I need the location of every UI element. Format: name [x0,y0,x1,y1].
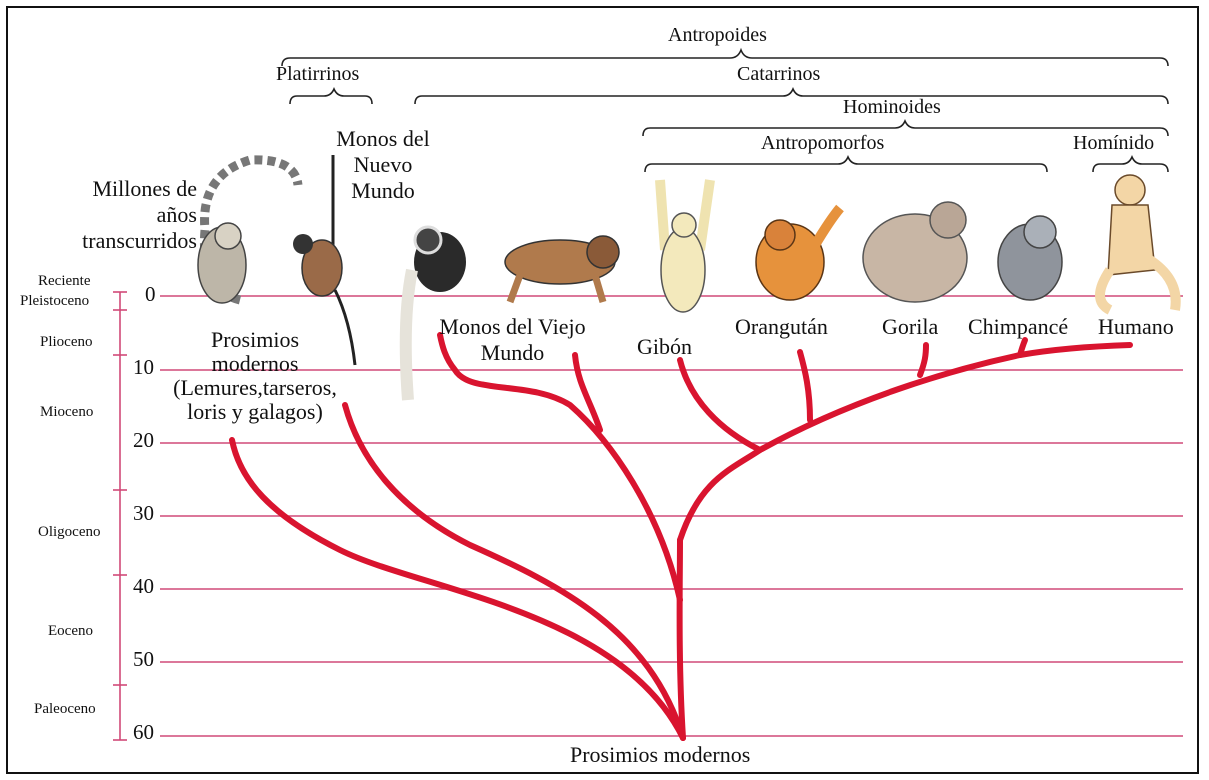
group-antropomorfos: Antropomorfos [761,132,884,155]
viejo-mundo-line-2: Mundo [425,340,600,366]
group-catarrinos: Catarrinos [737,63,820,86]
gorilla-illustration [863,202,967,302]
branch-orangutan [800,352,810,420]
prosimios-line-3: (Lemures,tarseros, [150,376,360,400]
gibbon-illustration [660,180,710,312]
epoch-oligoceno: Oligoceno [38,524,100,541]
group-antropoides: Antropoides [668,24,767,47]
prosimios-line-1: Prosimios [150,328,360,352]
epoch-paleoceno: Paleoceno [34,701,96,718]
label-chimpance: Chimpancé [968,314,1068,340]
branch-viejo-mundo [440,335,680,600]
tick-40: 40 [133,574,154,599]
tick-0: 0 [145,282,156,307]
nuevo-mundo-line-3: Mundo [318,178,448,204]
group-hominido: Homínido [1073,132,1154,155]
tick-60: 60 [133,720,154,745]
branch-catarrinos-stem [680,540,683,738]
branch-gibon [680,360,760,450]
bracket-antropoides [282,50,1168,66]
bracket-platirrinos [290,89,372,104]
viejo-mundo-line-1: Monos del Viejo [425,314,600,340]
label-gibon: Gibón [637,334,692,360]
group-hominoides: Hominoides [843,96,941,119]
orangutan-illustration [756,208,840,300]
tick-50: 50 [133,647,154,672]
tick-20: 20 [133,428,154,453]
chimpanzee-illustration [998,216,1062,300]
label-prosimios-modernos: Prosimios modernos (Lemures,tarseros, lo… [150,328,360,424]
bracket-hominido [1093,157,1168,172]
label-humano: Humano [1098,314,1174,340]
epoch-pleistoceno: Pleistoceno [20,293,89,310]
epoch-plioceno: Plioceno [40,334,93,351]
bracket-antropomorfos [645,157,1047,172]
tick-30: 30 [133,501,154,526]
timeline-header-text: Millones de años transcurridos [82,176,197,254]
label-gorila: Gorila [882,314,938,340]
epoch-mioceno: Mioceno [40,404,93,421]
phylogenetic-branches [232,335,1130,738]
epoch-reciente: Reciente [38,273,90,290]
nuevo-mundo-line-1: Monos del [318,126,448,152]
prosimios-line-2: modernos [150,352,360,376]
old-world-baboon-illustration [505,236,619,302]
label-monos-nuevo-mundo: Monos del Nuevo Mundo [318,126,448,204]
label-monos-viejo-mundo: Monos del Viejo Mundo [425,314,600,366]
prosimios-line-4: loris y galagos) [150,400,360,424]
nuevo-mundo-line-2: Nuevo [318,152,448,178]
human-illustration [1100,175,1176,310]
bracket-catarrinos [415,89,1168,104]
epoch-eoceno: Eoceno [48,623,93,640]
epoch-axis [113,292,127,740]
group-platirrinos: Platirrinos [276,63,359,86]
label-root-prosimios-modernos: Prosimios modernos [570,742,750,768]
label-orangutan: Orangután [735,314,828,340]
lemur-illustration [198,160,298,303]
timeline-header: Millones de años transcurridos [82,176,197,254]
